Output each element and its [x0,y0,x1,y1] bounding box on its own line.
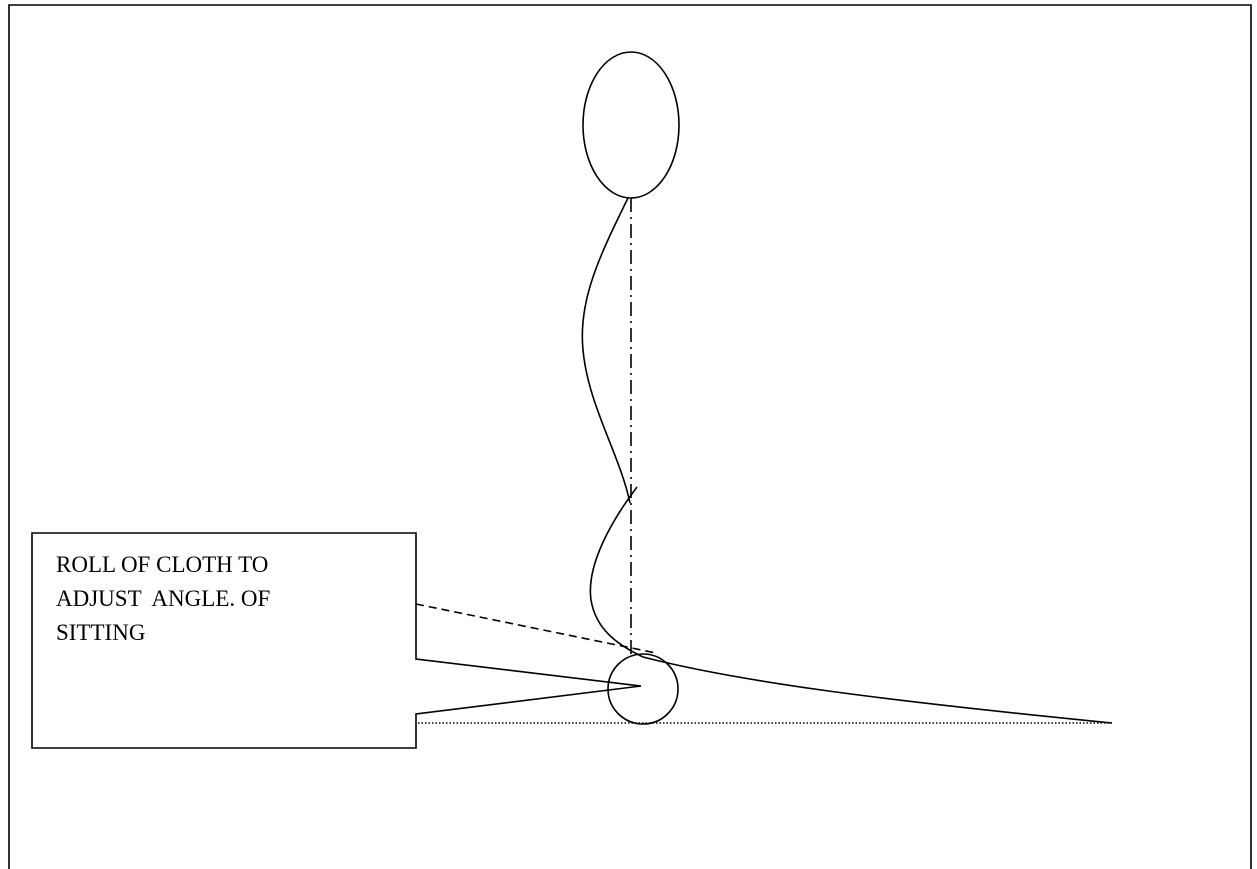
cloth-roll [607,653,679,725]
callout-box [31,532,642,749]
diagram-frame [8,4,1252,869]
callout-line-2: ADJUST ANGLE. OF [56,586,271,611]
head [582,51,680,199]
callout-line-1: ROLL OF CLOTH TO [56,552,269,577]
upper-spine-curve [581,197,631,504]
callout-line-3: SITTING [56,620,146,645]
leg-line [642,656,1113,724]
callout-label: ROLL OF CLOTH TO ADJUST ANGLE. OF SITTIN… [56,548,396,650]
lower-spine-curve [589,486,644,658]
dashed-leader-line [415,603,657,654]
